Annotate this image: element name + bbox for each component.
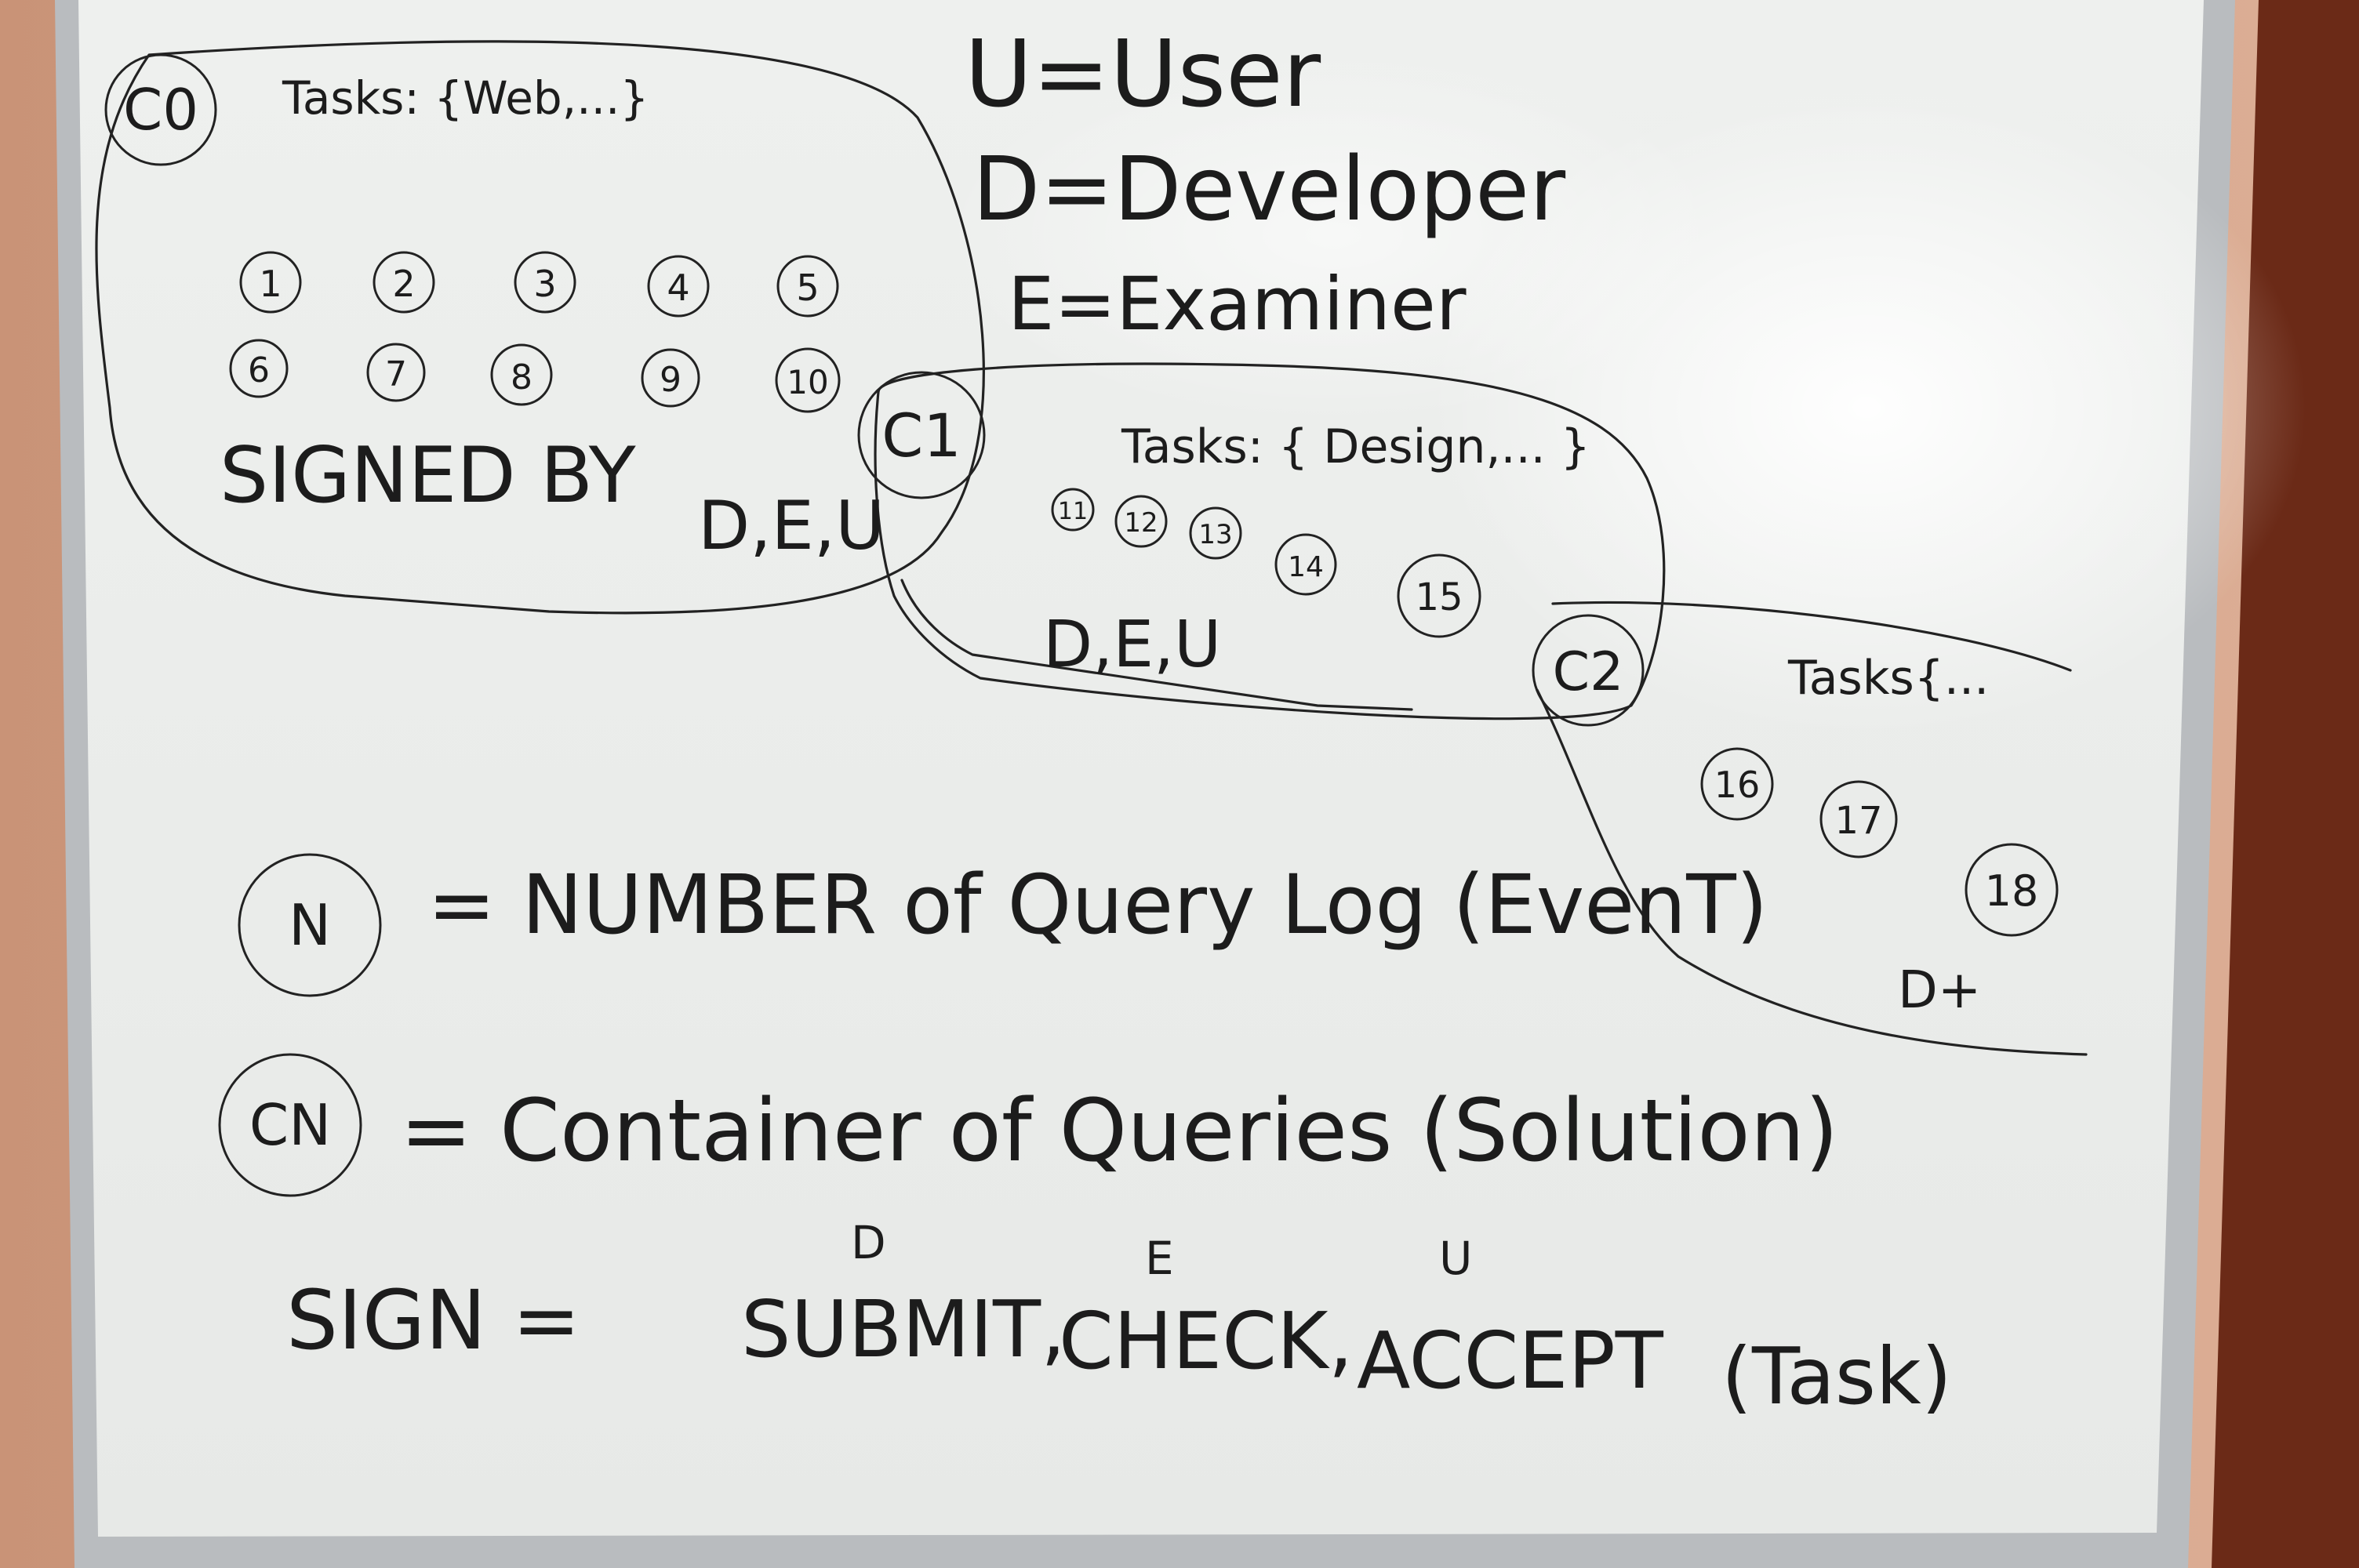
svg-text:7: 7	[385, 354, 407, 394]
sign-submit: SUBMIT,	[741, 1283, 1066, 1375]
svg-text:C2: C2	[1553, 641, 1624, 703]
c0-signers: D,E,U	[698, 487, 885, 565]
query-token: 3	[514, 251, 576, 314]
svg-text:C0: C0	[123, 77, 198, 143]
query-token: 5	[776, 255, 839, 318]
legend-developer: D=Developer	[972, 139, 1566, 241]
svg-text:18: 18	[1985, 866, 2039, 916]
sign-accept: ACCEPT	[1357, 1315, 1664, 1406]
over-check: E	[1145, 1232, 1174, 1285]
container-c0-outline	[95, 40, 985, 615]
c1-tail-stroke	[900, 579, 1413, 711]
query-token: 12	[1114, 495, 1168, 548]
svg-text:5: 5	[796, 267, 819, 309]
c0-query-grid: 1 2 3 4 5 6 7 8 9 10	[229, 251, 841, 413]
container-c2-outline	[1536, 601, 2088, 1056]
svg-text:16: 16	[1714, 764, 1761, 806]
c1-signers: D,E,U	[1043, 608, 1221, 682]
badge-c0: C0	[104, 53, 217, 166]
cn-meaning: = Container of Queries (Solution)	[400, 1080, 1838, 1181]
svg-text:3: 3	[533, 263, 556, 305]
svg-text:10: 10	[787, 363, 828, 401]
n-symbol: N	[289, 892, 331, 958]
query-token: 11	[1051, 488, 1095, 532]
svg-text:8: 8	[511, 358, 533, 397]
query-token: 15	[1397, 554, 1481, 638]
svg-text:17: 17	[1834, 799, 1882, 843]
svg-text:2: 2	[392, 263, 415, 305]
svg-text:9: 9	[660, 360, 682, 400]
badge-c1: C1	[857, 371, 986, 499]
query-token: 1	[239, 251, 302, 314]
svg-text:13: 13	[1198, 519, 1232, 550]
legend-user: U=User	[965, 20, 1321, 128]
c0-tasks-label: Tasks: {Web,...}	[282, 71, 649, 125]
definition-sign: D E U SIGN = SUBMIT, CHECK, ACCEPT (Task…	[286, 1216, 1952, 1422]
svg-text:11: 11	[1058, 498, 1088, 525]
query-token: 14	[1274, 533, 1337, 596]
query-token: 2	[373, 251, 435, 314]
definition-cn: CN = Container of Queries (Solution)	[218, 1053, 1838, 1197]
c1-tasks-label: Tasks: { Design,... }	[1121, 419, 1590, 474]
sign-task: (Task)	[1721, 1330, 1952, 1422]
query-token: 16	[1700, 747, 1774, 821]
svg-text:15: 15	[1415, 575, 1463, 619]
c2-tasks-label: Tasks{...	[1787, 651, 1989, 706]
query-token: 13	[1189, 506, 1242, 560]
query-token: 8	[490, 343, 553, 406]
cn-symbol: CN	[249, 1092, 331, 1158]
query-token: 18	[1965, 843, 2059, 937]
light-glare-secondary	[941, 47, 1725, 423]
c2-signers: D+	[1898, 960, 1981, 1020]
svg-text:C1: C1	[881, 401, 961, 470]
c1-query-row: 11 12 13 14 15	[1051, 488, 1481, 638]
n-meaning: = NUMBER of Query Log (EvenT)	[427, 857, 1768, 953]
query-token: 17	[1819, 780, 1898, 858]
svg-text:14: 14	[1288, 551, 1324, 583]
query-token: 6	[229, 339, 289, 398]
svg-text:6: 6	[248, 350, 270, 390]
c2-query-row: 16 17 18	[1700, 747, 2059, 937]
query-token: 7	[366, 343, 426, 402]
badge-c2: C2	[1532, 614, 1645, 727]
c0-signed-by-label: SIGNED BY	[220, 431, 637, 521]
sign-label: SIGN =	[286, 1272, 580, 1368]
sign-check: CHECK,	[1059, 1295, 1353, 1387]
over-accept: U	[1439, 1232, 1472, 1285]
svg-text:1: 1	[259, 263, 282, 305]
over-submit: D	[851, 1216, 886, 1269]
legend-examiner: E=Examiner	[1008, 262, 1467, 347]
query-token: 4	[647, 255, 710, 318]
svg-text:12: 12	[1124, 507, 1158, 539]
query-token: 9	[641, 348, 700, 408]
query-token: 10	[775, 347, 841, 413]
svg-text:4: 4	[667, 267, 689, 309]
definition-n: N = NUMBER of Query Log (EvenT)	[238, 853, 1768, 997]
